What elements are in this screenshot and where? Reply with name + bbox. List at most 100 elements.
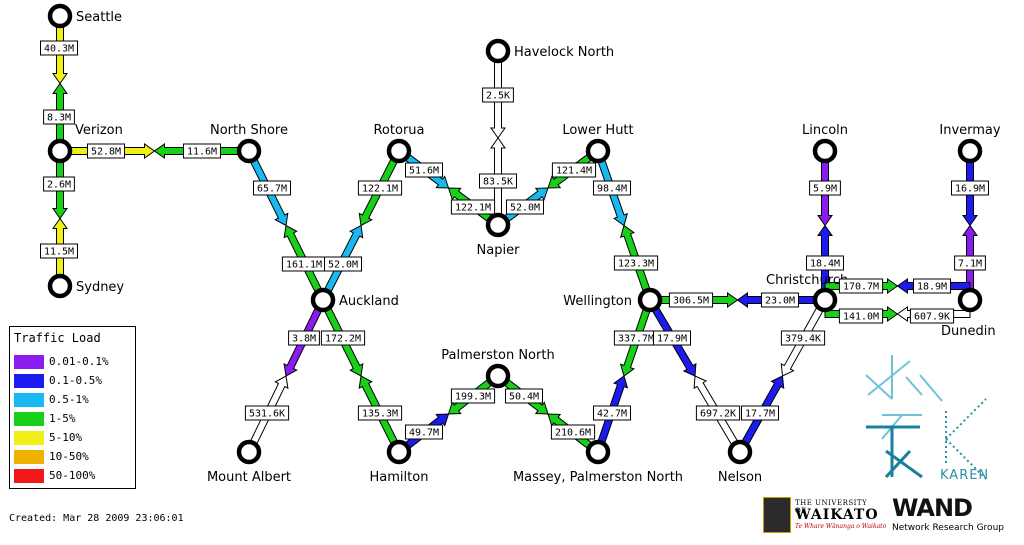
link-load-label-box: [405, 162, 443, 178]
link-load-label-text: 52.8M: [91, 147, 121, 158]
link-load-label: 697.2K: [695, 405, 741, 421]
link-load-label-box: [593, 180, 631, 196]
link-load-label: 2.6M: [43, 176, 75, 192]
karen-logo: KAREN: [862, 355, 992, 485]
node-mountalbert-marker[interactable]: [236, 439, 262, 465]
node-lowerhutt-label: Lower Hutt: [562, 123, 633, 138]
node-havelock-marker[interactable]: [485, 38, 511, 64]
node-nelson-marker[interactable]: [727, 439, 753, 465]
link-load-label: 379.4K: [780, 330, 826, 346]
link-load-label-box: [838, 278, 884, 294]
node-seattle-marker[interactable]: [47, 3, 73, 29]
created-timestamp: Created: Mar 28 2009 23:06:01: [9, 513, 184, 524]
legend-title: Traffic Load: [14, 331, 101, 345]
link-load-label-text: 141.0M: [843, 312, 879, 323]
link-load-label-text: 16.9M: [955, 184, 985, 195]
link-load-label: 18.9M: [913, 278, 951, 294]
legend-item: 10-50%: [14, 449, 89, 464]
link-load-label: 52.0M: [324, 256, 362, 272]
link-load-label-text: 18.4M: [810, 259, 840, 270]
node-napier-marker[interactable]: [485, 212, 511, 238]
link-load-label: 122.1M: [450, 199, 496, 215]
link-load-label-text: 531.6K: [249, 409, 285, 420]
link-load-label-box: [909, 308, 955, 324]
node-palmerston-marker[interactable]: [485, 363, 511, 389]
link-load-label: 52.0M: [506, 199, 544, 215]
node-verizon-label: Verizon: [75, 123, 123, 138]
node-sydney-marker[interactable]: [47, 273, 73, 299]
node-northshore-marker[interactable]: [236, 138, 262, 164]
node-dunedin-marker[interactable]: [957, 287, 983, 313]
link-load-label: 52.8M: [87, 143, 125, 159]
node-invermay-marker[interactable]: [957, 138, 983, 164]
node-massey-marker[interactable]: [585, 439, 611, 465]
link-load-label: 7.1M: [954, 255, 986, 271]
link-load-label-text: 337.7M: [618, 334, 654, 345]
link-load-label-box: [505, 388, 543, 404]
link-load-label-box: [913, 278, 951, 294]
legend-label: 0.1-0.5%: [49, 374, 102, 387]
link-load-label-text: 83.5K: [483, 177, 513, 188]
legend-swatch: [14, 354, 44, 369]
link-load-label-text: 11.6M: [187, 147, 217, 158]
link-load-label-box: [357, 405, 403, 421]
link-load-label: 65.7M: [253, 180, 291, 196]
link-load-label-text: 17.7M: [745, 409, 775, 420]
link-load-label-text: 5.9M: [813, 184, 837, 195]
link-load-label-text: 52.0M: [328, 260, 358, 271]
link-load-label-text: 40.3M: [44, 44, 74, 55]
university-crest-icon: [763, 497, 791, 533]
link-load-label: 141.0M: [838, 308, 884, 324]
link-load-label: 50.4M: [505, 388, 543, 404]
waikato-logo: THE UNIVERSITY OF WAIKATO Te Whare Wānan…: [763, 497, 886, 535]
legend-label: 1-5%: [49, 412, 76, 425]
link-load-label: 8.3M: [43, 109, 75, 125]
link-load-label-text: 199.3M: [455, 392, 491, 403]
link-load-label: 531.6K: [244, 405, 290, 421]
link-load-label: 40.3M: [40, 40, 78, 56]
node-rotorua-marker[interactable]: [386, 138, 412, 164]
link-load-label-text: 122.1M: [362, 184, 398, 195]
link-load-label-box: [405, 424, 443, 440]
node-hamilton-label: Hamilton: [370, 470, 429, 485]
wand-logo: WAND Network Research Group: [890, 494, 1020, 536]
link-load-label-text: 11.5M: [44, 247, 74, 258]
link-load-label-text: 697.2K: [700, 409, 736, 420]
legend-label: 0.01-0.1%: [49, 355, 109, 368]
node-auckland-marker[interactable]: [310, 287, 336, 313]
node-christchurch-marker[interactable]: [812, 287, 838, 313]
link-load-label-text: 49.7M: [409, 428, 439, 439]
link-load-label: 121.4M: [551, 162, 597, 178]
waikato-logo-name: WAIKATO: [795, 507, 879, 523]
link-load-label: 3.8M: [288, 330, 320, 346]
link-load-label-text: 172.2M: [325, 334, 361, 345]
link-load-label: 337.7M: [613, 330, 659, 346]
node-napier-label: Napier: [477, 243, 521, 258]
link-load-label-box: [320, 330, 366, 346]
node-lowerhutt-marker[interactable]: [585, 138, 611, 164]
link-load-label-text: 123.3M: [618, 259, 654, 270]
link-load-label-box: [183, 143, 221, 159]
legend-item: 5-10%: [14, 430, 82, 445]
legend-swatch: [14, 373, 44, 388]
link-load-label: 83.5K: [479, 173, 517, 189]
node-wellington-marker[interactable]: [637, 287, 663, 313]
link-load-label-box: [838, 308, 884, 324]
node-lincoln-marker[interactable]: [812, 138, 838, 164]
wand-logo-subtitle: Network Research Group: [892, 523, 1004, 533]
legend-item: 50-100%: [14, 468, 95, 483]
link-load-label-box: [780, 330, 826, 346]
legend-item: 0.01-0.1%: [14, 354, 109, 369]
link-load-label-box: [40, 40, 78, 56]
link-load-label-box: [593, 405, 631, 421]
node-hamilton-marker[interactable]: [386, 439, 412, 465]
waikato-logo-motto: Te Whare Wānanga o Waikato: [795, 523, 887, 530]
node-massey-label: Massey, Palmerston North: [513, 470, 683, 485]
link-load-label-box: [244, 405, 290, 421]
link-load-label: 42.7M: [593, 405, 631, 421]
link-load-label: 607.9K: [909, 308, 955, 324]
node-verizon-marker[interactable]: [47, 138, 73, 164]
link-load-label-box: [668, 292, 714, 308]
